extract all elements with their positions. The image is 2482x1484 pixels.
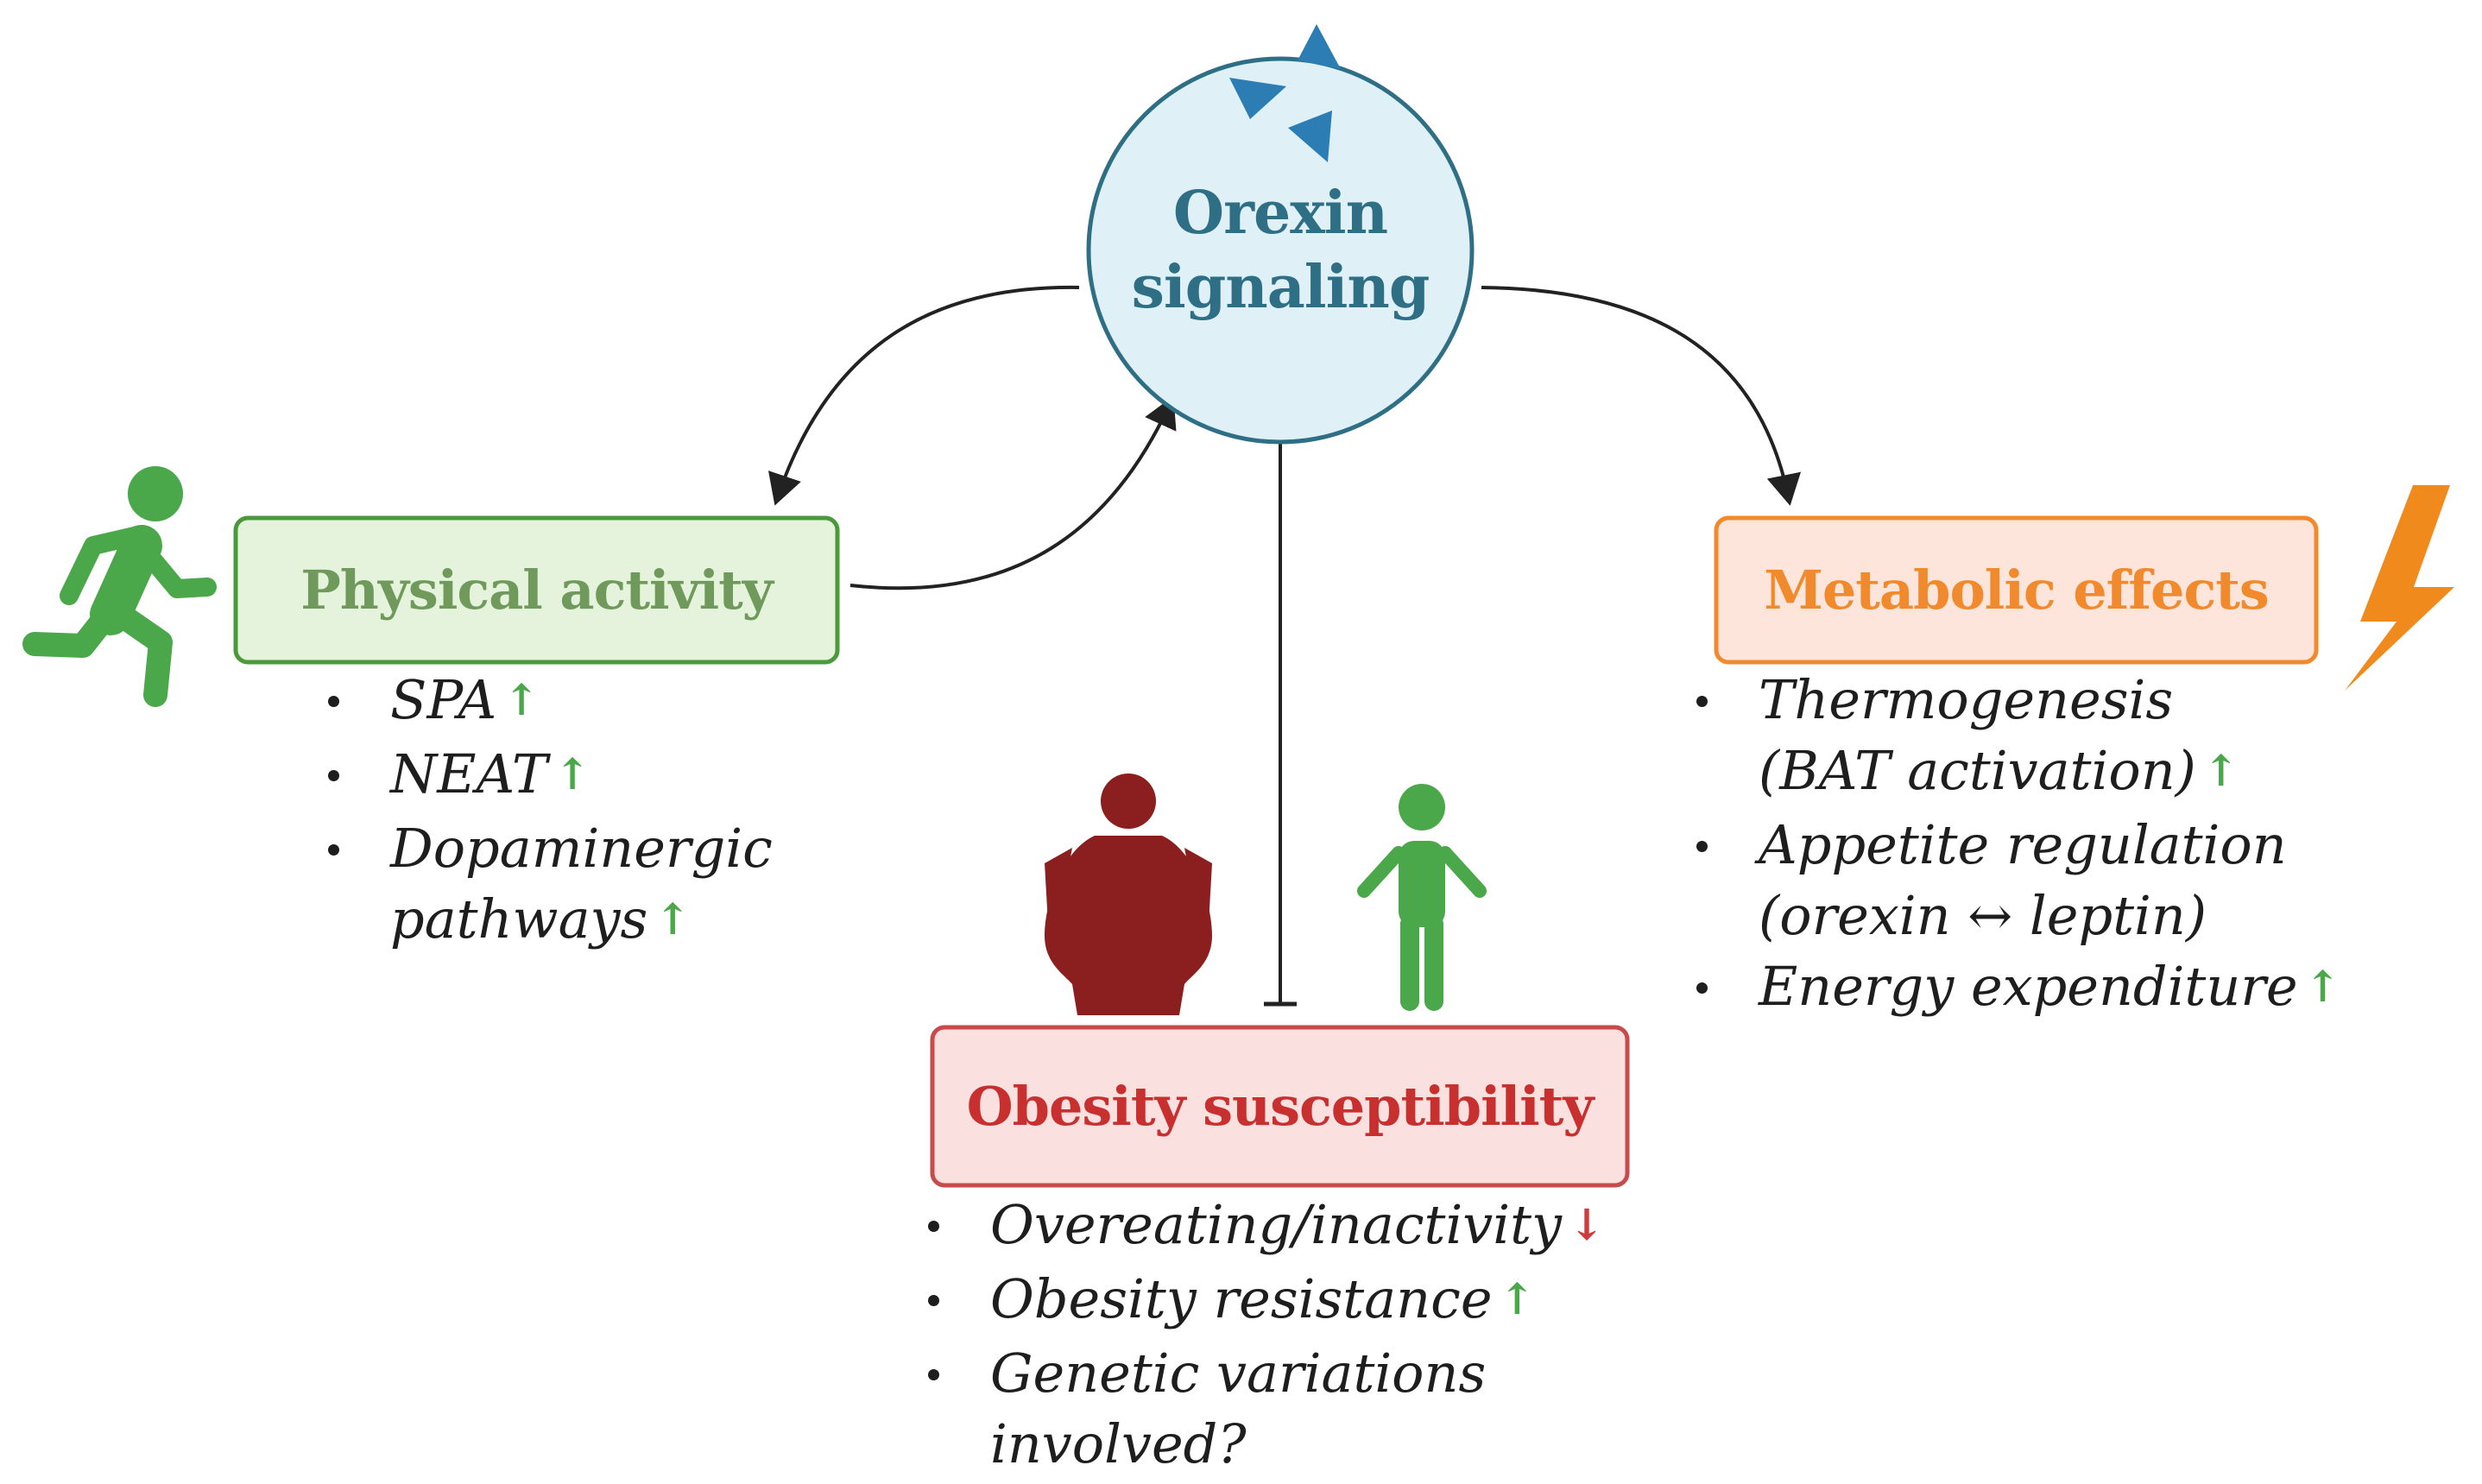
arrow-orexin-to-activity xyxy=(768,285,1080,506)
arrow-orexin-to-metabolic xyxy=(1481,286,1802,506)
orexin-label-line2: signaling xyxy=(1131,253,1430,322)
trend-up-icon: ↑ xyxy=(2202,745,2239,796)
trend-up-icon: ↑ xyxy=(2304,961,2341,1012)
list-item-text: (orexin ↔ leptin) xyxy=(1759,884,2207,947)
list-item: Appetite regulation (orexin ↔ leptin) xyxy=(1688,810,2447,951)
orexin-signaling-node xyxy=(1086,56,1475,445)
metabolic-effects-list: Thermogenesis(BAT activation)↑Appetite r… xyxy=(1688,665,2447,1026)
trend-up-icon: ↑ xyxy=(554,748,591,799)
list-item: Energy expenditure↑ xyxy=(1688,951,2447,1026)
lightning-icon xyxy=(2345,485,2454,691)
orexin-signaling-label: Orexin signaling xyxy=(1122,168,1438,332)
trend-down-icon: ↓ xyxy=(1569,1199,1605,1250)
list-item-text: Overeating/inactivity xyxy=(990,1193,1563,1256)
list-item-text: Energy expenditure xyxy=(1759,955,2298,1018)
trend-up-icon: ↑ xyxy=(1499,1273,1536,1324)
list-item-text: Thermogenesis xyxy=(1759,668,2174,731)
list-item: NEAT↑ xyxy=(319,739,855,813)
list-item-text: Genetic variations xyxy=(990,1342,1487,1405)
physical-activity-box xyxy=(233,515,840,665)
obesity-susceptibility-label: Obesity susceptibility xyxy=(966,1075,1595,1138)
runner-icon xyxy=(22,466,217,707)
arrow-activity-to-orexin xyxy=(849,395,1177,590)
obese-person-icon xyxy=(1045,774,1212,1015)
list-item-text: Appetite regulation xyxy=(1759,813,2287,876)
obesity-susceptibility-list: Overeating/inactivity↓Obesity resistance… xyxy=(919,1190,1645,1480)
orexin-label-line1: Orexin xyxy=(1172,179,1388,248)
list-item-text: (BAT activation) xyxy=(1759,739,2196,802)
list-item-text: Dopaminergic xyxy=(390,817,773,880)
list-item-text: NEAT xyxy=(390,742,548,805)
list-item-text: involved? xyxy=(990,1412,1247,1475)
list-item: SPA↑ xyxy=(319,665,855,739)
obesity-susceptibility-box xyxy=(930,1025,1630,1188)
list-item-text: SPA xyxy=(390,668,497,731)
list-item-text: pathways xyxy=(390,887,648,950)
list-item: Genetic variations involved? xyxy=(919,1338,1645,1480)
list-item: Obesity resistance↑ xyxy=(919,1264,1645,1338)
orexin-triangle-icon xyxy=(1229,24,1341,162)
lean-person-icon xyxy=(1357,784,1487,1011)
metabolic-effects-box xyxy=(1714,515,2319,665)
list-item-text: Obesity resistance xyxy=(990,1267,1493,1330)
trend-up-icon: ↑ xyxy=(503,674,540,725)
list-item: Thermogenesis (BAT activation)↑ xyxy=(1688,665,2447,810)
metabolic-effects-label: Metabolic effects xyxy=(1764,559,2270,622)
list-item: Overeating/inactivity↓ xyxy=(919,1190,1645,1264)
physical-activity-label: Physical activity xyxy=(300,559,774,622)
trend-up-icon: ↑ xyxy=(654,894,692,944)
list-item: Dopaminergic pathways↑ xyxy=(319,813,855,958)
